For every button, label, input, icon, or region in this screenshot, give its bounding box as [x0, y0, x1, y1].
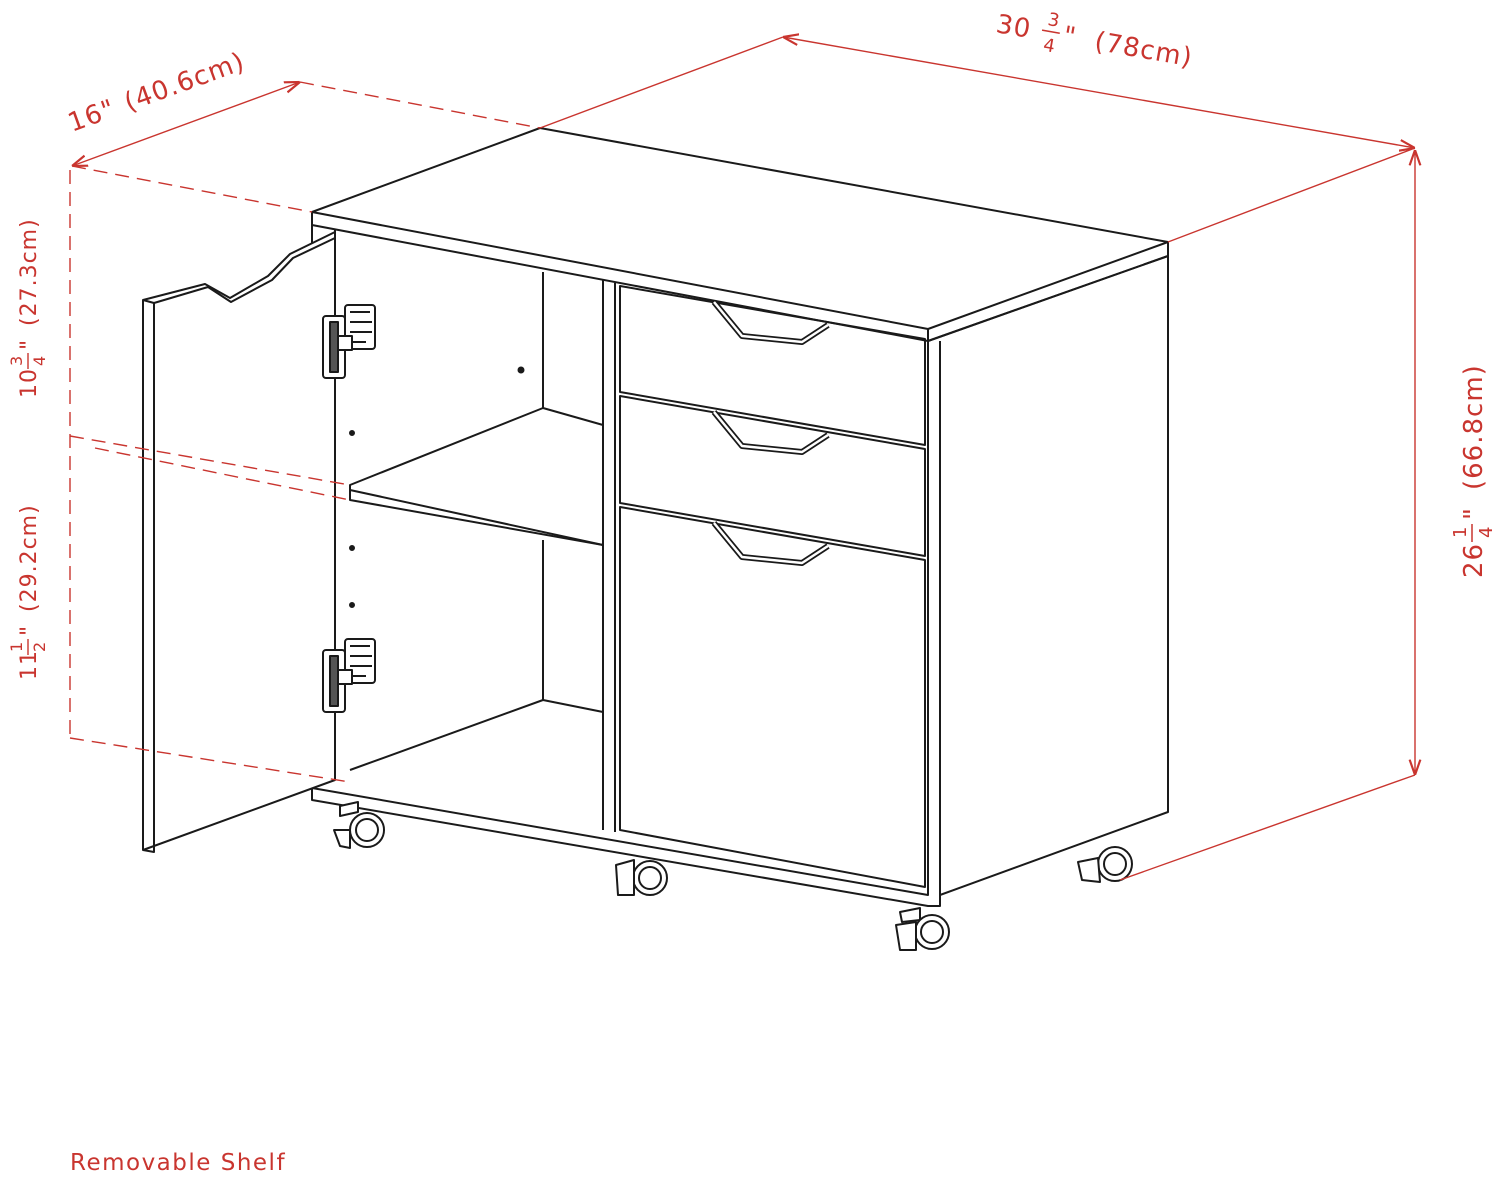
width-whole: 30 [994, 9, 1034, 45]
height-metric: (66.8cm) [1459, 364, 1489, 490]
width-dimension-line [783, 37, 1415, 148]
lower-compartment-label: 11 1 2 " (29.2cm) [7, 504, 49, 680]
width-numerator: 3 [1046, 9, 1062, 32]
compartment-dashed-lines [69, 170, 351, 783]
upper-compartment-label: 10 3 4 " (27.3cm) [7, 218, 49, 398]
cabinet-top [311, 127, 1169, 330]
drawer-2 [619, 395, 926, 557]
width-metric: (78cm) [1092, 27, 1195, 74]
depth-imperial: 16" [64, 94, 119, 139]
height-denominator: 4 [1476, 526, 1497, 538]
lower-hinge [322, 638, 376, 713]
drawer-1 [619, 285, 926, 446]
height-whole: 26 [1459, 543, 1489, 578]
open-door [142, 231, 336, 853]
upper-denominator: 4 [30, 355, 49, 366]
removable-shelf [349, 407, 604, 546]
caster-front-right [895, 907, 950, 951]
width-inch-mark: " [1061, 21, 1079, 53]
upper-numerator: 3 [7, 355, 26, 366]
drawer-3 [619, 506, 926, 888]
width-label: 30 3 4 " (78cm) [994, 9, 1195, 74]
upper-inch-mark: " [17, 339, 42, 350]
lower-metric: (29.2cm) [17, 504, 42, 612]
depth-label: 16" (40.6cm) [64, 47, 249, 139]
cabinet-side [927, 255, 1169, 896]
lower-inch-mark: " [17, 625, 42, 636]
removable-shelf-caption: Removable Shelf [70, 1150, 287, 1176]
dimension-lines [69, 37, 1415, 881]
depth-dimension-line [72, 82, 300, 166]
width-denominator: 4 [1042, 35, 1058, 58]
caster-front-middle [615, 859, 668, 896]
upper-metric: (27.3cm) [17, 218, 42, 326]
lower-numerator: 1 [7, 641, 26, 652]
lower-denominator: 2 [30, 641, 49, 652]
lower-whole: 11 [17, 650, 42, 680]
height-numerator: 1 [1450, 526, 1471, 538]
height-inch-mark: " [1459, 507, 1489, 520]
cabinet-drawing [142, 127, 1169, 951]
caster-back-right [1077, 846, 1133, 883]
caster-back-left [333, 801, 385, 849]
upper-hinge [322, 304, 376, 379]
height-label: 26 1 4 " (66.8cm) [1450, 364, 1497, 578]
upper-whole: 10 [17, 368, 42, 398]
